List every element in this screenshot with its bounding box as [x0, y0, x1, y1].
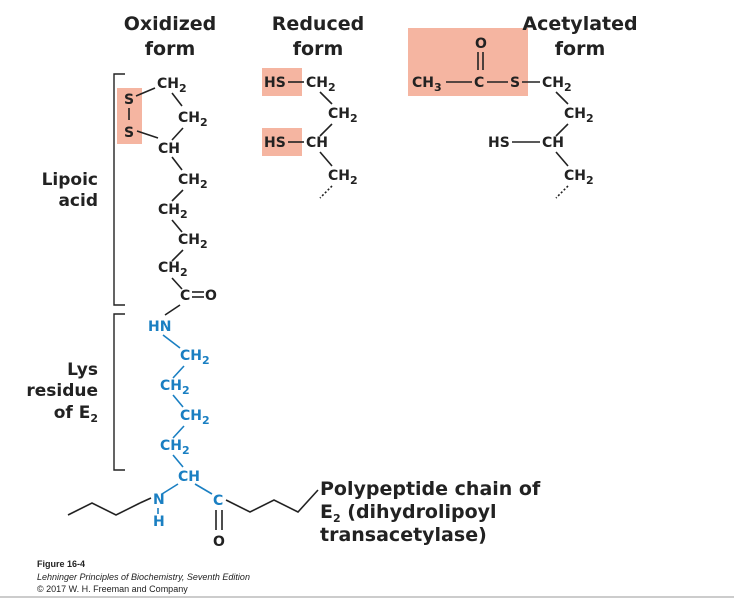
acetyl-bond-4	[555, 185, 569, 199]
lys-ch2-1: CH2	[180, 348, 210, 367]
label-lys: Lys	[67, 360, 98, 380]
acetyl-ch3: CH3	[412, 75, 442, 94]
reduced-hs-top: HS	[264, 75, 286, 91]
acetyl-o: O	[475, 36, 487, 52]
reduced-bond-3	[319, 151, 333, 167]
label-residue: residue	[26, 381, 98, 401]
reduced-hs-bottom: HS	[264, 135, 286, 151]
ox-ch2-4: CH2	[158, 202, 188, 221]
lys-ch2-3: CH2	[180, 408, 210, 427]
bond-ca-n	[161, 483, 179, 495]
bond-ox-6	[171, 249, 184, 262]
book-title: Lehninger Principles of Biochemistry, Se…	[37, 572, 250, 582]
acetyl-bond-1	[555, 91, 569, 105]
figure-number: Figure 16-4	[37, 559, 85, 569]
lys-ch: CH	[178, 469, 200, 485]
header-acetylated-line1: Acetylated	[522, 13, 637, 35]
header-oxidized-line2: form	[145, 38, 196, 60]
polypeptide-line2: E2 (dihydrolipoyl	[320, 501, 497, 525]
copyright: © 2017 W. H. Freeman and Company	[37, 584, 188, 594]
label-lipoic: Lipoic	[42, 170, 98, 190]
backbone-right	[225, 489, 319, 513]
acetyl-ch2-2: CH2	[564, 106, 594, 125]
reduced-ch2-2: CH2	[328, 106, 358, 125]
acetyl-group-highlight	[408, 28, 528, 96]
reduced-ch: CH	[306, 135, 328, 151]
lys-hn: HN	[148, 319, 171, 335]
label-of-e2: of E2	[54, 403, 98, 425]
bond-lys-4	[172, 425, 185, 439]
bond-s-ch2	[135, 87, 156, 97]
acetyl-s: S	[510, 75, 520, 91]
reduced-bond-4	[319, 185, 333, 199]
acetyl-c: C	[474, 75, 484, 91]
polypeptide-line1: Polypeptide chain of	[320, 478, 541, 500]
backbone-n: N	[153, 492, 165, 508]
acetyl-ch2-1: CH2	[542, 75, 572, 94]
lys-ch2-2: CH2	[160, 378, 190, 397]
atom-s-top: S	[124, 92, 134, 108]
ox-ch2-5: CH2	[178, 232, 208, 251]
bond-s-ch	[136, 130, 159, 139]
atom-s-bottom: S	[124, 125, 134, 141]
bond-ox-4	[171, 189, 184, 202]
amide-o: O	[205, 288, 217, 304]
bond-ox-3	[171, 156, 183, 171]
ox-ch2-6: CH2	[158, 260, 188, 279]
bond-ox-1	[171, 92, 183, 107]
backbone-h: H	[153, 514, 165, 530]
amide-c: C	[180, 288, 190, 304]
lys-ch2-4: CH2	[160, 438, 190, 457]
reduced-ch2-3: CH2	[328, 168, 358, 187]
header-reduced-line1: Reduced	[272, 13, 364, 35]
acetyl-ch: CH	[542, 135, 564, 151]
bond-lys-1	[162, 334, 181, 349]
bond-ox-2	[171, 127, 184, 141]
ox-ch2-2: CH2	[178, 110, 208, 129]
reduced-bond-1	[319, 91, 333, 105]
lipoic-bracket	[113, 73, 125, 306]
acetyl-bond-3	[555, 151, 569, 167]
bond-lys-3	[172, 394, 184, 408]
ox-ch2-1: CH2	[157, 76, 187, 95]
ox-ch2-3: CH2	[178, 172, 208, 191]
bond-c-n	[164, 304, 181, 316]
header-acetylated-line2: form	[555, 38, 606, 60]
backbone-c: C	[213, 493, 223, 509]
acetyl-hs: HS	[488, 135, 510, 151]
acetyl-ch2-3: CH2	[564, 168, 594, 187]
bond-ca-c	[194, 483, 213, 495]
polypeptide-line3: transacetylase)	[320, 524, 487, 546]
backbone-o: O	[213, 534, 225, 550]
bond-ox-5	[171, 219, 183, 233]
header-oxidized-line1: Oxidized	[124, 13, 217, 35]
header-reduced-line2: form	[293, 38, 344, 60]
ox-ch: CH	[158, 141, 180, 157]
backbone-left	[67, 502, 141, 516]
bond-lys-2	[172, 365, 185, 379]
acetyl-bond-2	[555, 123, 569, 137]
reduced-ch2-1: CH2	[306, 75, 336, 94]
reduced-bond-2	[319, 123, 333, 137]
label-acid: acid	[58, 191, 98, 211]
lys-bracket	[113, 313, 125, 471]
bond-ox-7	[171, 277, 183, 290]
bond-lys-5	[172, 454, 184, 468]
backbone-to-n	[139, 497, 152, 504]
